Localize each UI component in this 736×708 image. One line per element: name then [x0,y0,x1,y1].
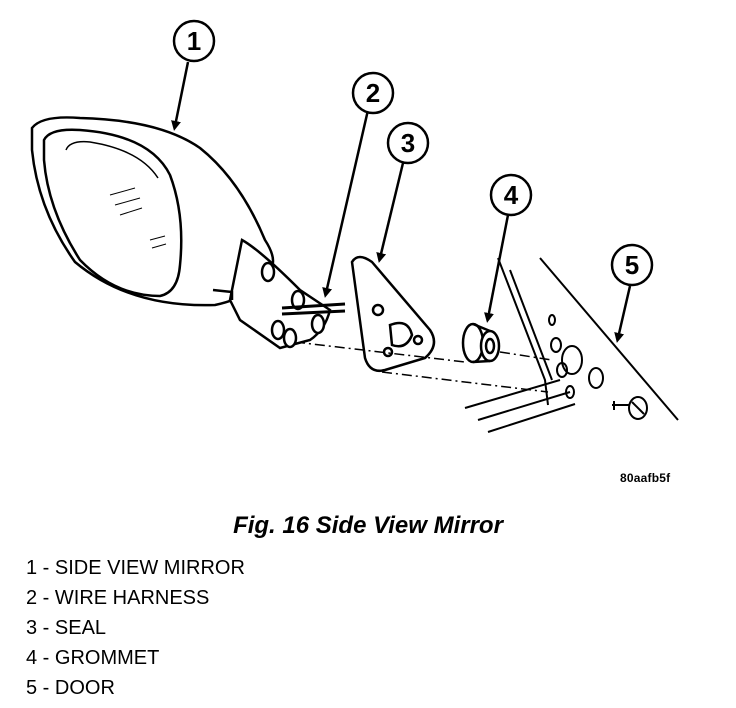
grommet-part [461,322,501,364]
callout-number: 3 [401,128,415,158]
legend-item-side-view-mirror: 1 - SIDE VIEW MIRROR [26,557,245,579]
alignment-lines [294,341,553,393]
callout-4: 4 [489,173,533,217]
callout-number: 5 [625,250,639,280]
figure-code: 80aafb5f [620,471,671,485]
legend-item-grommet: 4 - GROMMET [26,647,160,669]
door-part [464,257,679,433]
legend-item-wire-harness: 2 - WIRE HARNESS [26,587,210,609]
legend-item-door: 5 - DOOR [26,677,115,699]
legend-list: 1 - SIDE VIEW MIRROR 2 - WIRE HARNESS 3 … [26,556,245,706]
callout-3: 3 [386,121,430,165]
callout-2: 2 [351,71,395,115]
seal-part [350,255,436,372]
legend-item-seal: 3 - SEAL [26,617,107,639]
side-view-mirror-part [30,116,332,350]
callout-number: 4 [504,180,519,210]
figure-caption: Fig. 16 Side View Mirror [233,512,503,539]
exploded-diagram: 1 2 3 4 5 [30,19,679,433]
callout-number: 1 [187,26,201,56]
callout-leaders [171,61,632,343]
mounting-screw [612,396,648,420]
callout-1: 1 [172,19,216,63]
callout-5: 5 [610,243,654,287]
wire-harness-part [281,302,346,316]
callout-number: 2 [366,78,380,108]
